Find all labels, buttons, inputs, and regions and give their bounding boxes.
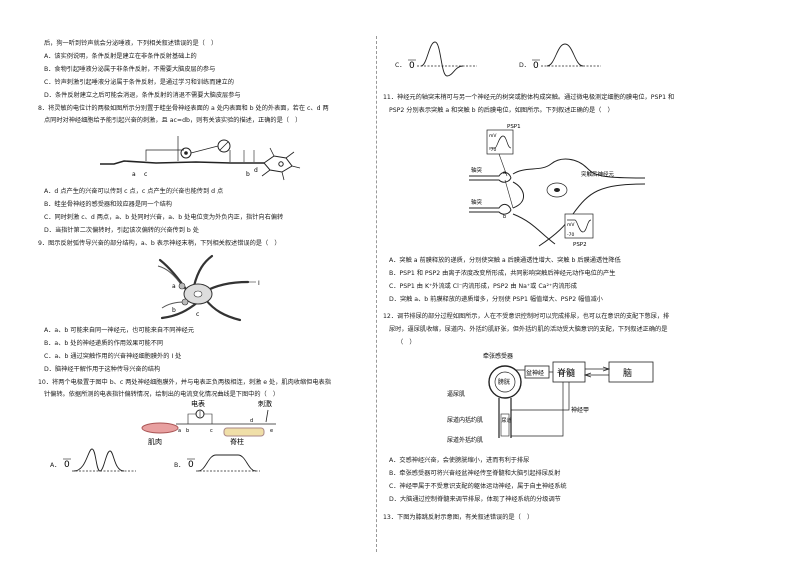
q10-option-d: D． [519, 62, 530, 69]
q10-label-spine: 脊柱 [230, 437, 244, 446]
q11-synapse-figure: mV -70 PSP1 mV -70 PSP2 轴突 轴突 a b 突触后神经元 [469, 124, 646, 248]
q11-label-v1: -70 [489, 147, 496, 153]
q8-option-c: C．同时刺激 c、d 两点，a、b 处同时兴奋，a、b 处电位变为外负内正，指针… [44, 214, 284, 221]
q10-option-c: C． [395, 62, 406, 69]
q12-stem-line3: （ ） [397, 339, 416, 346]
q11-stem-line1: 11．神经元的轴突末梢可与另一个神经元的树突或胞体构成突触。通过微电极测定细胞的… [383, 94, 675, 101]
q12-urination-figure: 牵张感受器 膀胱 尿道 盆神经 脊髓 脑 神经甲 逼尿肌 尿道内括约肌 尿道外括… [447, 352, 654, 444]
q7-option-b: B．食物引起唾液分泌属于非条件反射，不需要大脑皮层的参与 [44, 66, 216, 73]
q11-label-b: b [503, 214, 506, 220]
q10-curve-c: 0 [408, 41, 477, 77]
q10-option-b: B． [174, 462, 185, 469]
q12-option-d: D．大脑通过控制脊髓来调节排尿，体现了神经系统的分级调节 [389, 496, 561, 503]
q12-label-brain: 脑 [623, 367, 632, 379]
q11-label-mv2: mV [567, 222, 575, 228]
q10-option-a: A． [50, 462, 61, 469]
q12-option-c: C．神经甲属于不受意识支配的躯体运动神经，属于自主神经系统 [389, 483, 567, 490]
q13-stem: 13．下图为膝跳反射示意图，有关叙述错误的是（ ） [383, 514, 534, 521]
q12-label-pelvic: 盆神经 [526, 369, 544, 377]
q8-nerve-figure: a c b d [100, 136, 301, 181]
q11-option-d: D．突触 a、b 前膜释放的递质增多，分别使 PSP1 幅值增大、PSP2 幅值… [389, 296, 603, 303]
q10-label-c: c [210, 428, 213, 434]
q11-label-mv1: mV [489, 133, 497, 139]
q10-label-a: a [178, 428, 181, 434]
q8-option-d: D．当指针第二次偏转时，引起该次偏转的兴奋传到 b 处 [44, 227, 199, 234]
q10-curve-a: 0 [63, 448, 136, 472]
q10-muscle-figure: 电表 刺激 肌肉 脊柱 a b c d e [141, 400, 276, 446]
q10-label-muscle: 肌肉 [148, 437, 162, 446]
q8-stem-line2: 点同时对神经细胞给予能引起兴奋的刺激，且 ac=db，则有关该实验的描述，正确的… [44, 117, 302, 124]
q11-option-b: B．PSP1 和 PSP2 由离子浓度改变所形成，共同影响突触后神经元动作电位的… [389, 270, 616, 277]
q10-label-meter: 电表 [191, 400, 205, 408]
q8-label-c: c [144, 171, 147, 178]
q9-option-b: B．a、b 处的神经递质的作用效果可能不同 [44, 340, 164, 347]
q8-label-a: a [132, 171, 136, 178]
q10-stem-line1: 10．将两个电极置于图中 b、c 两处神经细胞膜外，并与电表正负两极相连，刺激 … [38, 379, 331, 386]
q7-option-c: C．铃声刺激引起唾液分泌属于条件反射，是通过学习和训练而建立的 [44, 79, 234, 86]
q12-label-outer: 尿道外括约肌 [447, 436, 483, 444]
q12-option-b: B．牵张感受器可将兴奋经盆神经传至脊髓和大脑引起排尿反射 [389, 470, 561, 477]
q9-option-c: C．a、b 通过突触作用的兴奋神经细胞膜外的 I 处 [44, 353, 182, 360]
q10-stem-line2: 针偏转。依据所测的电表指针偏转情况，绘制出的电流变化情况曲线是下图中的（ ） [44, 391, 280, 398]
q11-label-psp1: PSP1 [507, 124, 521, 130]
q11-stem-line2: PSP2 分别表示突触 a 和突触 b 的后膜电位，如图所示。下列叙述正确的是（… [389, 107, 614, 114]
q10-label-stim: 刺激 [258, 400, 272, 408]
q8-option-b: B．蛙坐骨神经的感受器和效应器是同一个结构 [44, 201, 172, 208]
q10-label-d: d [250, 418, 253, 424]
q12-label-bladder: 膀胱 [498, 378, 510, 386]
q11-label-v2: -70 [567, 232, 574, 238]
q10-curve-b: 0 [187, 454, 260, 472]
q10-curve-d: 0 [532, 43, 601, 71]
q12-label-urethra: 尿道 [502, 417, 512, 424]
column-divider [376, 36, 377, 552]
q8-label-b: b [246, 171, 250, 178]
q7-option-d: D．条件反射建立之后可能会消退，条件反射的消退不需要大脑皮层参与 [44, 92, 241, 99]
q9-label-a: a [172, 283, 176, 290]
q8-stem-line1: 8．将灵敏的电位计的两极如图所示分别置于蛙坐骨神经表面的 a 处内表面和 b 处… [38, 105, 329, 112]
q10-curve-c-zero: 0 [409, 61, 415, 71]
q9-synapse-figure: a b c I [157, 254, 260, 322]
q12-stem-line2: 尿时，逼尿肌收缩，尿道内、外括约肌舒张，但外括约肌的活动受大脑意识的支配，下列叙… [389, 326, 668, 333]
q10-curve-b-zero: 0 [188, 460, 194, 470]
q9-stem: 9．图示反射弧传导兴奋的部分结构，a、b 表示神经末梢，下列相关叙述错误的是（ … [38, 240, 281, 247]
q12-label-nerve-a: 神经甲 [571, 406, 589, 414]
q10-label-b: b [186, 428, 189, 434]
q8-option-a: A．d 点产生的兴奋可以传到 c 点，c 点产生的兴奋也能传到 d 点 [44, 188, 224, 195]
q12-label-inner: 尿道内括约肌 [447, 416, 483, 424]
q9-option-a: A．a、b 可能来自同一神经元，也可能来自不同神经元 [44, 327, 195, 334]
q9-label-i: I [258, 280, 260, 287]
q12-label-receptor: 牵张感受器 [483, 352, 513, 360]
q9-option-d: D．脑神经干解作用于这种传导兴奋的结构 [44, 366, 161, 373]
q12-option-a: A．交感神经兴奋，会使膀胱缩小，进而有利于排尿 [389, 457, 530, 464]
q11-label-axon1: 轴突 [471, 166, 483, 174]
q12-stem-line1: 12．调节排尿的部分过程如图所示，人在不受意识控制时可以完成排尿，也可以在意识的… [383, 313, 670, 320]
q11-option-a: A．突触 a 前膜释放的递质，分别使突触 a 后膜通透性增大、突触 b 后膜通透… [389, 257, 621, 264]
q7-option-a: A．该实例说明，条件反射是建立在非条件反射基础上的 [44, 53, 197, 60]
q10-curve-a-zero: 0 [64, 460, 70, 470]
q11-label-post: 突触后神经元 [581, 170, 615, 178]
q11-label-axon2: 轴突 [471, 198, 483, 206]
q12-label-spine: 脊髓 [557, 367, 575, 379]
q9-label-c: c [196, 311, 199, 318]
q12-label-detrusor: 逼尿肌 [447, 391, 465, 398]
q10-curve-d-zero: 0 [533, 61, 539, 71]
q11-label-a: a [503, 170, 506, 176]
q8-label-d: d [254, 167, 258, 174]
q9-label-b: b [172, 307, 176, 314]
q11-option-c: C．PSP1 由 K⁺外流或 Cl⁻内流形成，PSP2 由 Na⁺或 Ca²⁺内… [389, 283, 577, 290]
q10-label-e: e [270, 428, 273, 434]
q11-label-psp2: PSP2 [573, 242, 587, 248]
q7-stem-tail: 后，狗一听到铃声就会分泌唾液，下列相关叙述错误的是（ ） [44, 40, 218, 47]
